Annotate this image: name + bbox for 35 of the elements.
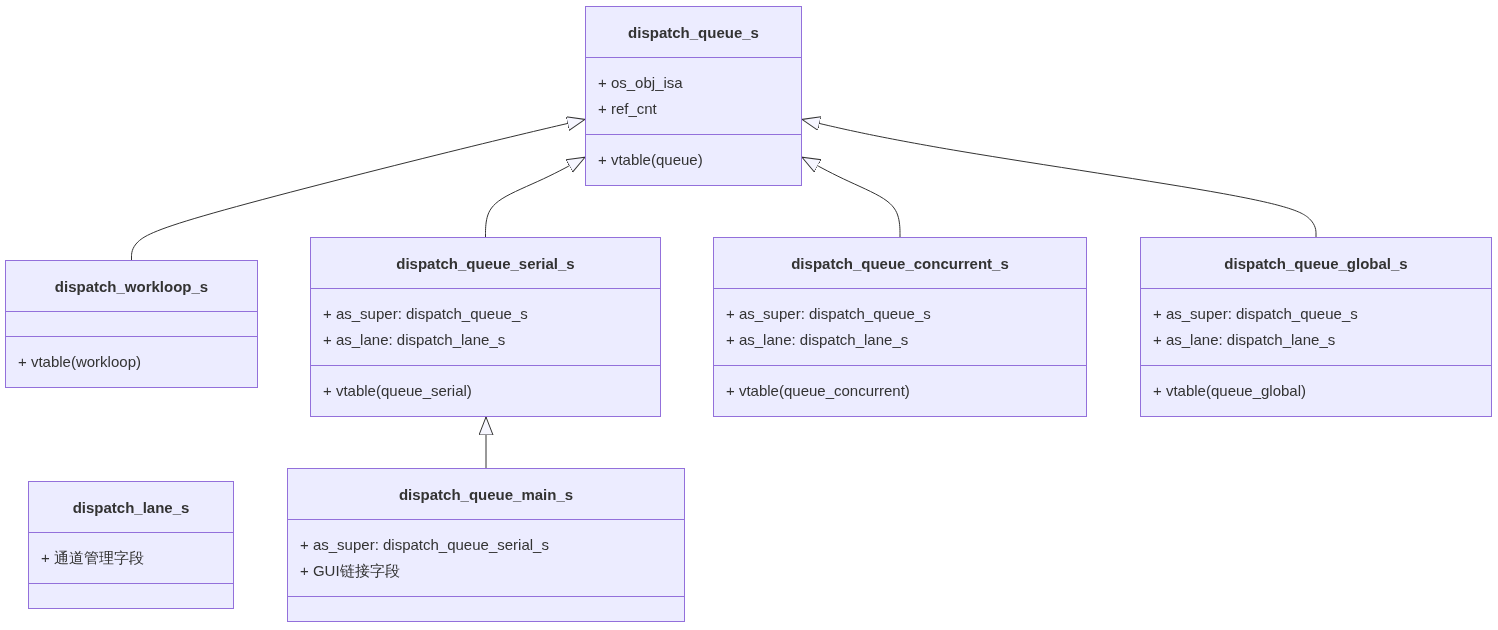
class-name: dispatch_workloop_s [54,277,209,295]
class-attribute: + as_super: dispatch_queue_s [1153,304,1359,324]
class-method: + vtable(workloop) [18,352,142,372]
class-box [310,237,661,417]
class-box [1140,237,1492,417]
class-method: + vtable(queue_concurrent) [726,381,911,401]
class-attribute: + as_super: dispatch_queue_s [323,304,529,324]
class-method: + vtable(queue_global) [1153,381,1308,401]
class-box [5,260,258,388]
class-attribute: + os_obj_isa [598,73,684,93]
class-name: dispatch_lane_s [72,498,190,516]
inheritance-arrow [478,416,494,469]
class-name: dispatch_queue_global_s [1224,254,1408,272]
class-box [28,481,234,609]
inheritance-arrow [801,156,901,238]
class-method: + vtable(queue_serial) [323,381,473,401]
inheritance-arrow [485,156,586,238]
class-attribute: + as_lane: dispatch_lane_s [323,330,507,350]
class-attribute: + as_super: dispatch_queue_serial_s [300,535,550,555]
class-attribute: + 通道管理字段 [41,548,145,568]
class-attribute: + GUI链接字段 [300,561,401,581]
class-name: dispatch_queue_s [628,23,759,41]
class-box [713,237,1087,417]
class-attribute: + ref_cnt [598,99,658,119]
class-attribute: + as_lane: dispatch_lane_s [1153,330,1337,350]
class-box [287,468,685,622]
class-name: dispatch_queue_main_s [398,485,574,503]
class-attribute: + as_lane: dispatch_lane_s [726,330,910,350]
class-attribute: + as_super: dispatch_queue_s [726,304,932,324]
inheritance-arrow [131,116,586,261]
class-box [585,6,802,186]
class-name: dispatch_queue_concurrent_s [791,254,1009,272]
class-name: dispatch_queue_serial_s [396,254,575,272]
inheritance-arrow [801,116,1317,238]
class-method: + vtable(queue) [598,150,704,170]
